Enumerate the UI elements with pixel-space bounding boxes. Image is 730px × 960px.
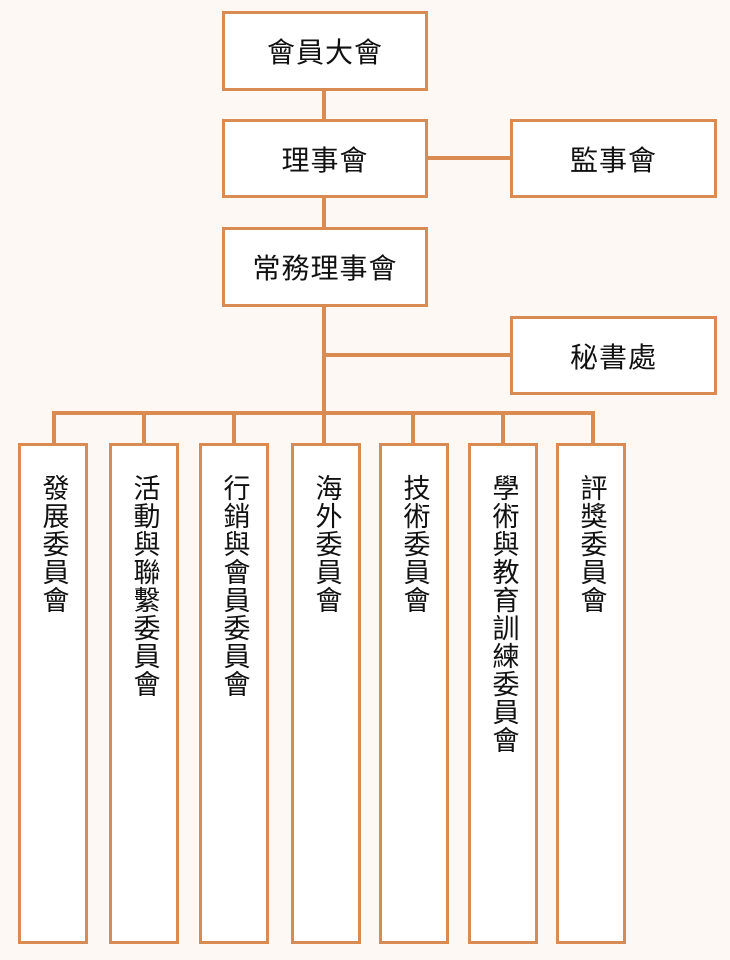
committee-label: 學術與教育訓練委員會 — [487, 474, 519, 754]
connector-committee-6 — [501, 411, 505, 444]
committee-box: 學術與教育訓練委員會 — [468, 443, 538, 944]
secretariat-box: 秘書處 — [510, 316, 717, 395]
committee-box: 行銷與會員委員會 — [199, 443, 269, 944]
committee-label: 活動與聯繫委員會 — [128, 474, 160, 698]
board-of-directors-label: 理事會 — [281, 143, 369, 177]
committee-label: 發展委員會 — [37, 474, 69, 614]
connector-board-supervisors — [426, 156, 512, 160]
connector-top-board — [322, 90, 326, 120]
standing-board-box: 常務理事會 — [222, 227, 428, 307]
secretariat-label: 秘書處 — [569, 340, 657, 374]
connector-committee-2 — [142, 411, 146, 444]
connector-board-standing — [322, 196, 326, 228]
committee-label: 行銷與會員委員會 — [218, 474, 250, 698]
standing-board-label: 常務理事會 — [252, 252, 398, 285]
connector-committee-7 — [591, 411, 595, 444]
general-assembly-label: 會員大會 — [266, 36, 383, 69]
connector-committee-5 — [411, 411, 415, 444]
connector-standing-down — [322, 305, 326, 413]
committee-box: 技術委員會 — [379, 443, 449, 944]
connector-secretariat — [324, 353, 512, 357]
board-of-supervisors-box: 監事會 — [510, 119, 717, 198]
committee-box: 海外委員會 — [291, 443, 361, 944]
committee-label: 技術委員會 — [398, 474, 430, 614]
board-of-supervisors-label: 監事會 — [569, 143, 657, 177]
connector-committee-1 — [52, 411, 56, 444]
board-of-directors-box: 理事會 — [222, 119, 428, 198]
general-assembly-box: 會員大會 — [222, 11, 428, 91]
connector-committee-3 — [232, 411, 236, 444]
committee-box: 發展委員會 — [18, 443, 88, 944]
connector-committee-4 — [322, 411, 326, 444]
committee-box: 活動與聯繫委員會 — [109, 443, 179, 944]
committee-label: 評獎委員會 — [575, 474, 607, 614]
committee-label: 海外委員會 — [310, 474, 342, 614]
committee-box: 評獎委員會 — [556, 443, 626, 944]
